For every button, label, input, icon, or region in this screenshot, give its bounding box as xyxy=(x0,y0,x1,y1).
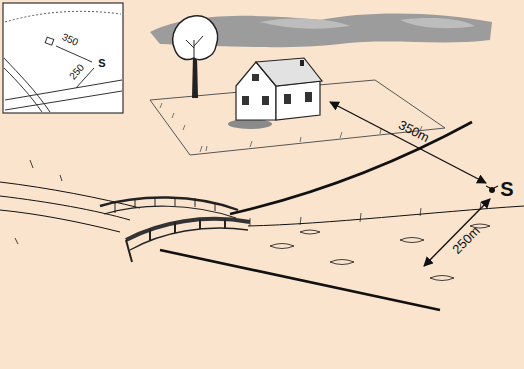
cloud-patch xyxy=(400,18,475,28)
house xyxy=(228,58,322,129)
standpoint-marker xyxy=(486,186,498,193)
point-label: S xyxy=(500,179,513,199)
road xyxy=(0,122,472,244)
cloud-patch xyxy=(260,19,350,29)
distance-label: 350m xyxy=(397,118,432,144)
inset-dimension: 350 xyxy=(60,32,79,48)
distance-arrow xyxy=(330,102,486,183)
bridge xyxy=(100,197,250,262)
distance-label: 250m xyxy=(450,224,482,256)
distance-arrow xyxy=(424,199,490,266)
inset-dimension: 250 xyxy=(68,62,87,81)
tree xyxy=(173,16,218,98)
inset-point-label: S xyxy=(98,58,105,69)
inset-map xyxy=(3,3,123,113)
